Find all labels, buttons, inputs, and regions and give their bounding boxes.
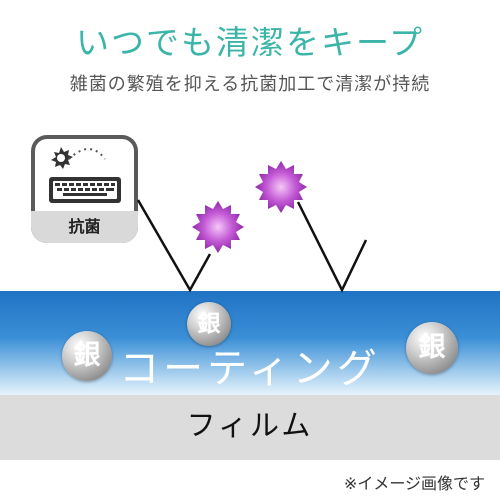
silver-ion: 銀 [187, 302, 231, 346]
antibacterial-label: 抗菌 [31, 211, 138, 243]
antibacterial-badge: 抗菌 [31, 135, 138, 243]
film-layer [0, 395, 500, 460]
coating-label: コーティング [119, 346, 381, 392]
bounce-line-2 [296, 201, 368, 293]
page-subtitle: 雑菌の繁殖を抑える抗菌加工で清潔が持続 [69, 74, 431, 95]
germ-icon [192, 201, 244, 253]
badge-illustration [35, 139, 134, 211]
film-label: フィルム [186, 408, 314, 442]
page-title: いつでも清潔をキープ [75, 23, 425, 62]
keyboard-icon [49, 177, 121, 203]
germ-icon [255, 161, 307, 213]
germ-icon [51, 147, 73, 169]
silver-ion: 銀 [62, 331, 112, 381]
keyboard-germ-illustration [49, 147, 121, 203]
silver-ion: 銀 [406, 322, 458, 374]
bounce-line-1 [136, 199, 212, 293]
image-note: ※イメージ画像です [343, 474, 485, 493]
